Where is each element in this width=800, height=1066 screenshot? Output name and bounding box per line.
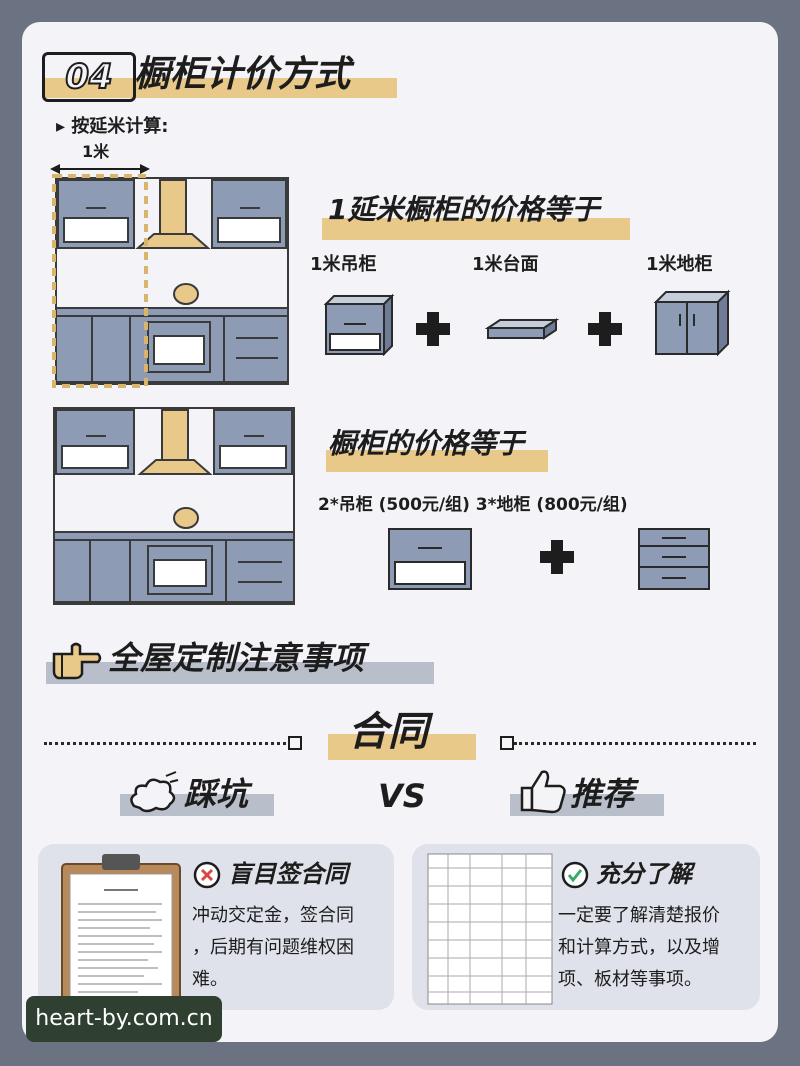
divider-right	[514, 742, 756, 745]
recommend-body: 一定要了解清楚报价 和计算方式，以及增 项、板材等事项。	[558, 900, 720, 996]
poster-card: 04 橱柜计价方式 ▸ 按延米计算: 1米 1延米橱柜的价格等于 1米	[22, 22, 778, 1042]
section-number: 04	[42, 52, 136, 102]
upper-cabinet-icon	[388, 528, 472, 590]
plus-icon	[416, 312, 450, 346]
method-label: 按延米计算:	[71, 116, 169, 137]
header-highlight	[42, 78, 397, 98]
recommend-heading: 充分了解	[596, 860, 692, 888]
recommend-line: 一定要了解清楚报价	[558, 905, 720, 926]
divider-square	[288, 736, 302, 750]
pitfall-line: 难。	[192, 969, 228, 990]
eq1-title: 1延米橱柜的价格等于	[328, 193, 600, 226]
eq2-highlight	[326, 450, 548, 472]
eq1-item-counter: 1米台面	[472, 254, 539, 275]
notice-highlight	[46, 662, 434, 684]
puff-cloud-icon	[130, 771, 179, 813]
recommend-label: 推荐	[570, 775, 635, 813]
recommend-line: 项、板材等事项。	[558, 969, 702, 990]
eq2-formula: 2*吊柜 (500元/组) 3*地柜 (800元/组)	[318, 495, 628, 515]
pitfall-heading: 盲目签合同	[228, 860, 348, 888]
plus-icon	[540, 540, 574, 574]
plus-icon	[588, 312, 622, 346]
contract-title: 合同	[348, 709, 428, 755]
pointing-hand-icon	[52, 642, 102, 680]
upper-cabinet-icon	[323, 293, 395, 356]
kitchen-illustration	[52, 174, 289, 388]
base-cabinet-icon	[653, 289, 731, 357]
drawer-cabinet-icon	[638, 528, 710, 590]
triangle-bullet-icon: ▸	[56, 116, 72, 137]
countertop-icon	[484, 318, 560, 340]
recommend-line: 和计算方式，以及增	[558, 937, 720, 958]
pitfall-body: 冲动交定金，签合同 ，后期有问题维权困 难。	[192, 900, 354, 996]
check-circle-icon	[561, 861, 589, 889]
cross-circle-icon	[193, 861, 221, 889]
eq1-item-upper: 1米吊柜	[310, 254, 377, 275]
divider-left	[44, 742, 292, 745]
width-label: 1米	[82, 142, 110, 161]
contract-highlight	[328, 734, 476, 760]
eq1-item-base: 1米地柜	[646, 254, 713, 275]
clipboard-contract-icon	[61, 854, 181, 1019]
width-arrow-icon	[50, 164, 150, 174]
thumbs-up-icon	[520, 770, 566, 814]
vs-label: VS	[378, 777, 426, 815]
eq1-highlight	[322, 218, 630, 240]
eq2-title: 橱柜的价格等于	[328, 427, 525, 460]
watermark: heart-by.com.cn	[26, 996, 222, 1042]
quote-table-icon	[427, 853, 553, 1005]
method-label-row: ▸ 按延米计算:	[56, 112, 169, 138]
notice-title: 全屋定制注意事项	[108, 639, 365, 677]
kitchen-illustration-2	[53, 407, 295, 605]
divider-square	[500, 736, 514, 750]
pitfall-line: ，后期有问题维权困	[192, 937, 354, 958]
pitfall-line: 冲动交定金，签合同	[192, 905, 354, 926]
pit-label: 踩坑	[184, 775, 249, 813]
section-title: 橱柜计价方式	[134, 54, 351, 95]
